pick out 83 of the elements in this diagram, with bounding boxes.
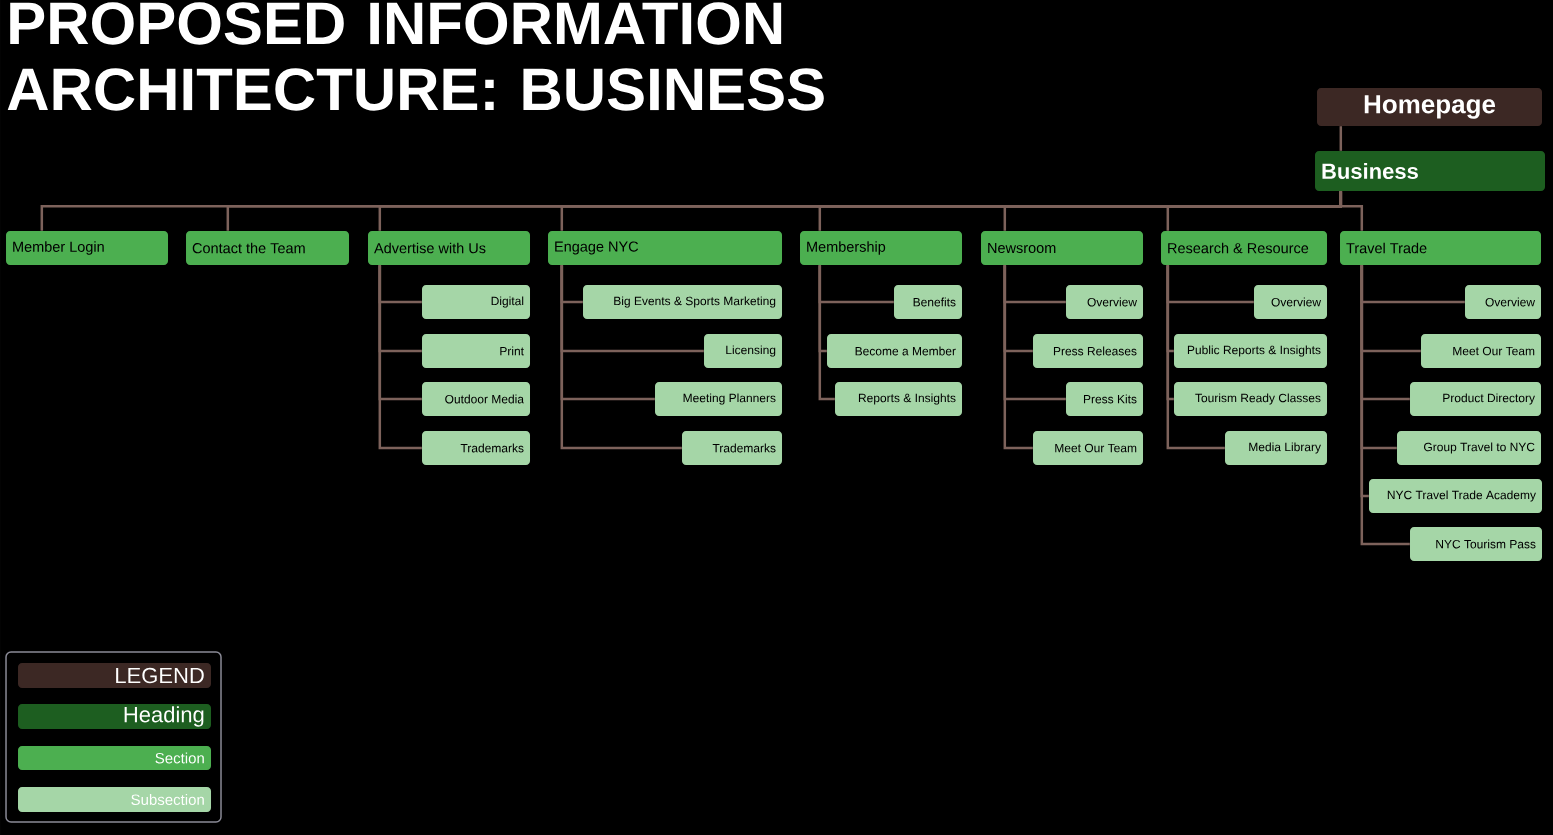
subsection-box xyxy=(422,382,530,416)
box-label: Trademarks xyxy=(712,443,776,453)
box-label: Outdoor Media xyxy=(445,394,524,404)
box-label: Tourism Ready Classes xyxy=(1195,393,1321,405)
legend-label: Heading xyxy=(124,706,204,727)
box-label: Overview xyxy=(1485,297,1535,307)
subsection-box xyxy=(682,431,782,465)
section-box xyxy=(6,231,168,265)
subsection-box xyxy=(1254,285,1327,319)
subsection-box xyxy=(1465,285,1541,319)
box-label: Group Travel to NYC xyxy=(1424,442,1535,454)
box-label: Media Library xyxy=(1249,442,1321,454)
subsection-box xyxy=(1066,382,1143,416)
connector-line xyxy=(378,265,422,450)
box-label: Travel Trade xyxy=(1346,242,1427,254)
heading-box xyxy=(1315,151,1545,191)
subsection-box xyxy=(655,382,782,416)
box-label: Benefits xyxy=(913,297,956,307)
box-label: Licensing xyxy=(726,345,776,357)
subsection-box xyxy=(1397,431,1541,465)
box-label: Overview xyxy=(1271,297,1321,307)
box-label: Business xyxy=(1322,162,1418,180)
box-label: Big Events & Sports Marketing xyxy=(614,296,776,308)
section-box xyxy=(186,231,349,265)
subsection-box xyxy=(422,334,530,368)
subsection-box xyxy=(1410,382,1541,416)
page-box xyxy=(1317,88,1542,126)
box-label: Meet Our Team xyxy=(1055,443,1137,453)
subsection-box xyxy=(1033,334,1143,368)
box-label: Digital xyxy=(491,296,524,308)
connector-line xyxy=(560,265,682,450)
box-label: Newsroom xyxy=(988,242,1056,254)
subsection-box xyxy=(1033,431,1143,465)
box-label: Press Releases xyxy=(1053,346,1137,356)
legend-label: Section xyxy=(155,752,204,764)
section-box xyxy=(368,231,530,265)
box-label: Meeting Planners xyxy=(683,393,776,405)
box-label: Research & Resource xyxy=(1168,242,1309,254)
subsection-box xyxy=(1174,382,1327,416)
box-label: Overview xyxy=(1087,297,1138,307)
subsection-box xyxy=(1421,334,1541,368)
subsection-box xyxy=(1369,479,1542,513)
box-label: NYC Travel Trade Academy xyxy=(1387,490,1536,502)
subsection-box xyxy=(704,334,782,368)
legend-label: Subsection xyxy=(131,794,204,805)
section-box xyxy=(1161,231,1327,265)
box-label: Contact the Team xyxy=(192,242,305,254)
section-box xyxy=(1340,231,1541,265)
title: PROPOSED INFORMATION ARCHITECTURE: BUSINESS xyxy=(7,2,824,111)
subsection-box xyxy=(1174,334,1327,368)
box-label: Become a Member xyxy=(855,346,956,356)
subsection-box xyxy=(894,285,962,319)
section-box xyxy=(981,231,1143,265)
box-label: Product Directory xyxy=(1443,393,1535,405)
subsection-box xyxy=(583,285,782,319)
subsection-box xyxy=(422,285,530,319)
box-label: Trademarks xyxy=(460,443,524,453)
connector-line xyxy=(818,265,835,401)
subsection-box xyxy=(835,382,962,416)
subsection-box xyxy=(827,334,962,368)
subsection-box xyxy=(1225,431,1327,465)
box-label: Homepage xyxy=(1364,95,1496,119)
section-box xyxy=(548,231,782,265)
box-label: Member Login xyxy=(13,241,104,255)
connector-line xyxy=(1003,265,1033,450)
subsection-box xyxy=(1410,527,1542,561)
box-label: Advertise with Us xyxy=(374,242,486,254)
box-label: Print xyxy=(500,346,524,356)
box-label: Membership xyxy=(807,241,886,255)
subsection-box xyxy=(422,431,530,465)
box-label: Public Reports & Insights xyxy=(1187,345,1321,357)
box-label: Reports & Insights xyxy=(858,393,956,405)
connector-line xyxy=(1339,126,1343,151)
connector-line xyxy=(1166,265,1225,450)
subsection-box xyxy=(1066,285,1143,319)
box-label: NYC Tourism Pass xyxy=(1436,539,1536,549)
box-label: Meet Our Team xyxy=(1453,346,1535,356)
connector-line xyxy=(1339,191,1364,231)
connector-line xyxy=(1360,265,1410,546)
box-label: Press Kits xyxy=(1084,394,1137,404)
box-label: Engage NYC xyxy=(555,241,639,255)
legend-label: LEGEND xyxy=(116,667,204,684)
section-box xyxy=(800,231,962,265)
